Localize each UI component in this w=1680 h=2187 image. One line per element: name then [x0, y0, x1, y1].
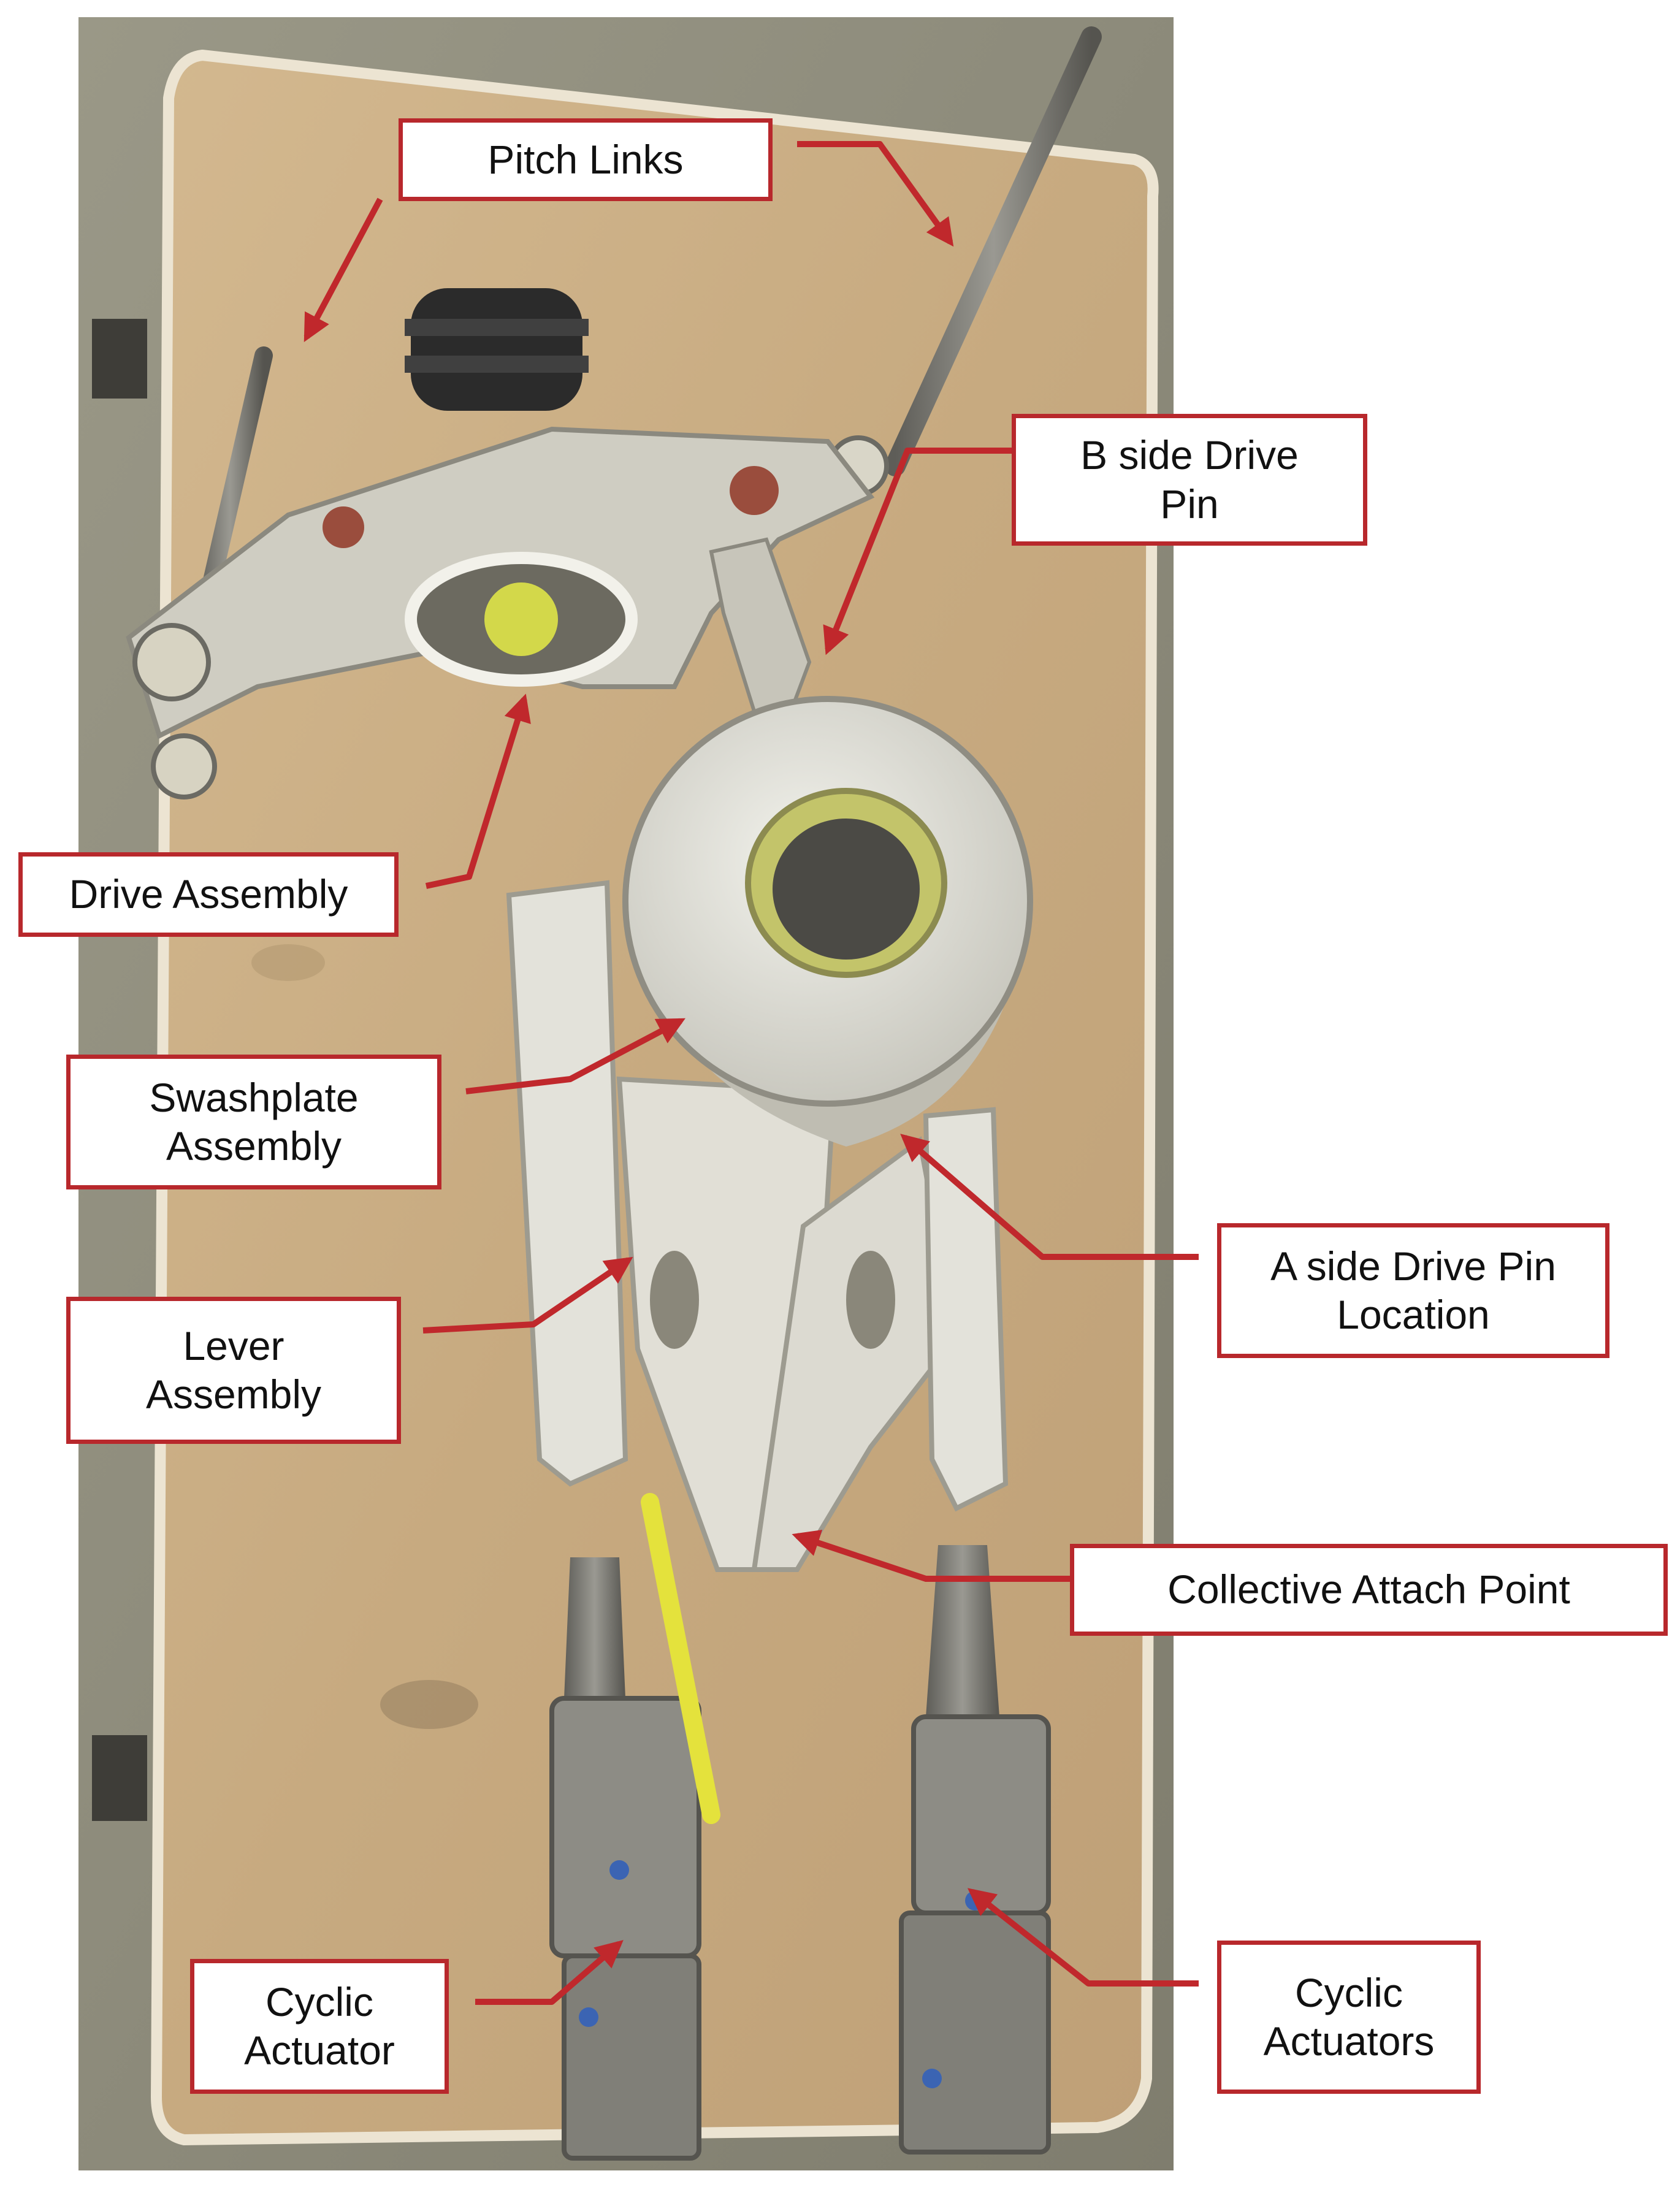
rust-stain [730, 466, 779, 515]
yellow-link [641, 1493, 720, 1824]
bellcrank-pivot [151, 733, 217, 800]
callout-cyclic-actuator: Cyclic Actuator [190, 1959, 449, 2094]
callout-lever-assembly: Lever Assembly [66, 1297, 401, 1444]
cyclic-actuator-right-shape [899, 1545, 1051, 2155]
table-leg [92, 319, 147, 399]
callout-cyclic-actuators: Cyclic Actuators [1217, 1941, 1481, 2094]
rust-stain [323, 506, 364, 548]
drive-bellows [405, 288, 589, 411]
callout-drive-assembly: Drive Assembly [18, 852, 399, 937]
callout-collective-attach-point: Collective Attach Point [1070, 1544, 1668, 1636]
swashplate-shape [622, 696, 1033, 1147]
callout-a-side-drive-pin: A side Drive Pin Location [1217, 1223, 1609, 1358]
board-stain [251, 944, 325, 981]
callout-b-side-drive-pin: B side Drive Pin [1012, 414, 1367, 546]
callout-pitch-links: Pitch Links [399, 118, 773, 201]
cyclic-actuator-left-shape [549, 1557, 701, 2161]
bellcrank-pivot [132, 623, 211, 701]
callout-swashplate-assembly: Swashplate Assembly [66, 1055, 441, 1189]
pitch-link-right [885, 26, 1102, 476]
drive-gear [484, 582, 558, 656]
table-leg [92, 1735, 147, 1821]
board-stain [380, 1680, 478, 1729]
